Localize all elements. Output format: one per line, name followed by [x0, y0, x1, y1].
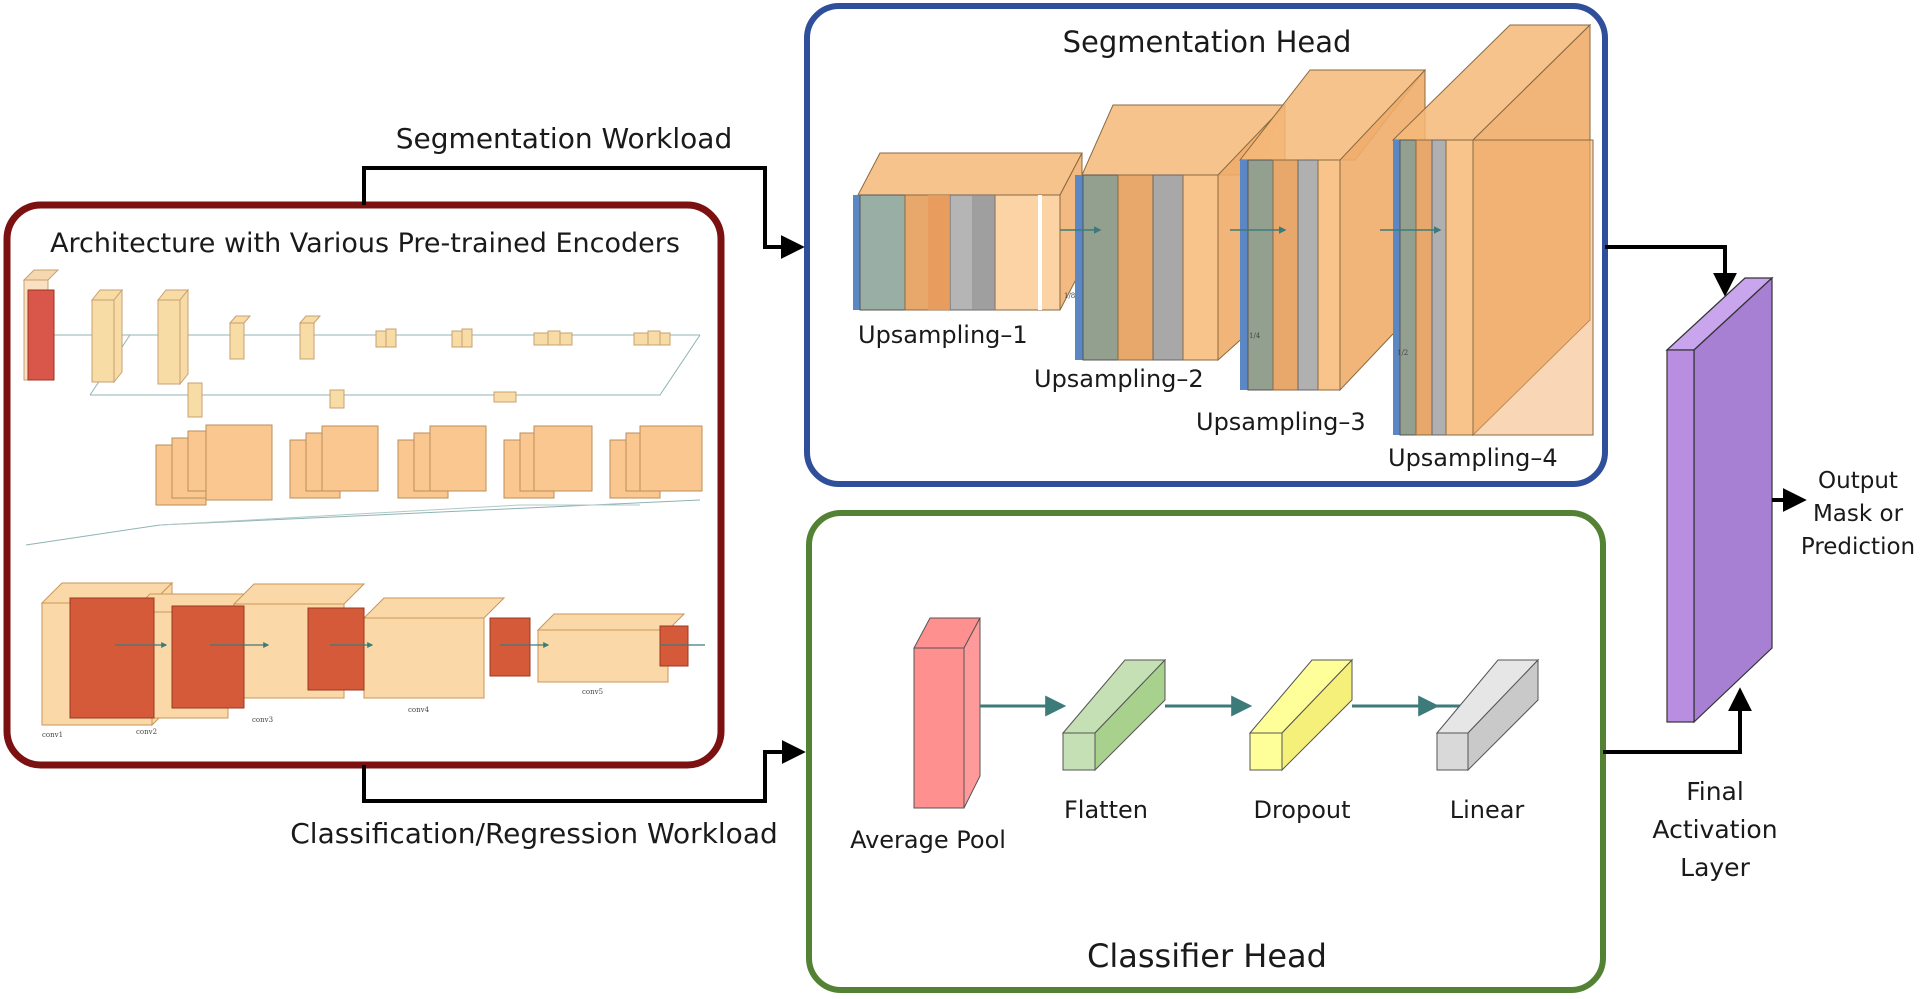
dropout-label: Dropout [1253, 796, 1350, 824]
segmentation-workload-label: Segmentation Workload [396, 122, 732, 155]
segmentation-head-title: Segmentation Head [1063, 25, 1352, 59]
conv2-label: conv2 [136, 728, 157, 736]
encoder-panel-title: Architecture with Various Pre-trained En… [50, 228, 680, 259]
encoder-row-2 [25, 424, 703, 546]
average-pool-layer: Average Pool [850, 617, 1006, 854]
output-label-line2: Mask or [1813, 501, 1904, 527]
scale-label-1-8: 1/8 [1064, 292, 1075, 300]
classification-workload-label: Classification/Regression Workload [290, 817, 778, 850]
classifier-head-title: Classifier Head [1087, 937, 1327, 975]
classification-workload-flow: Classification/Regression Workload [290, 740, 806, 850]
output-label-line3: Prediction [1801, 534, 1915, 560]
seg-to-activation-flow [1605, 245, 1737, 297]
final-activation-label-line2: Activation [1652, 815, 1777, 844]
conv5-label: conv5 [582, 688, 603, 696]
conv3-label: conv3 [252, 716, 273, 724]
output-label: Output Mask or Prediction [1801, 468, 1915, 560]
dropout-layer: Dropout [1248, 658, 1354, 824]
scale-label-1-4: 1/4 [1249, 332, 1261, 340]
final-activation-label-line1: Final [1686, 777, 1744, 806]
upsampling-3-label: Upsampling–3 [1196, 408, 1366, 436]
upsampling-block-1: Upsampling–1 1/8 [853, 152, 1083, 349]
cls-to-activation-flow [1603, 687, 1752, 754]
scale-label-1-2: 1/2 [1397, 349, 1408, 357]
average-pool-label: Average Pool [850, 826, 1006, 854]
conv4-label: conv4 [408, 706, 430, 714]
output-label-line1: Output [1818, 468, 1898, 494]
final-activation-layer: Final Activation Layer [1652, 276, 1778, 882]
upsampling-1-label: Upsampling–1 [858, 321, 1028, 349]
final-activation-label-line3: Layer [1680, 853, 1750, 882]
upsampling-block-2: Upsampling–2 [1034, 103, 1286, 393]
segmentation-workload-flow: Segmentation Workload [362, 122, 805, 259]
upsampling-4-label: Upsampling–4 [1388, 444, 1558, 472]
encoder-row-3: conv1 conv2 conv3 conv4 conv5 [40, 581, 705, 739]
conv1-label: conv1 [42, 731, 63, 739]
segmentation-head-panel: Segmentation Head Upsampling–1 1/8 [804, 3, 1608, 487]
classifier-head-panel: Classifier Head Average Pool Flatten Dro… [806, 510, 1606, 993]
encoder-panel: Architecture with Various Pre-trained En… [3, 201, 725, 769]
upsampling-2-label: Upsampling–2 [1034, 365, 1204, 393]
linear-layer: Linear [1435, 658, 1540, 824]
linear-label: Linear [1450, 796, 1525, 824]
flatten-layer: Flatten [1061, 658, 1167, 824]
encoder-row-1 [22, 269, 701, 418]
flatten-label: Flatten [1064, 796, 1148, 824]
upsampling-block-4: 1/2 Upsampling–4 [1380, 23, 1594, 472]
